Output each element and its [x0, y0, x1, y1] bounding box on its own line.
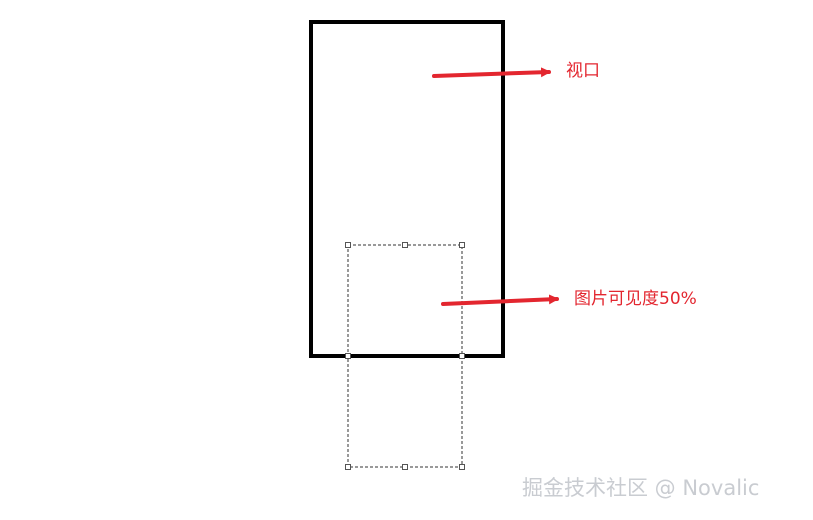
arrow-to-viewport-label — [432, 67, 551, 78]
handle-bottom-middle — [402, 464, 408, 470]
viewport-label: 视口 — [566, 61, 600, 81]
handle-middle-left — [345, 353, 351, 359]
handle-middle-right — [459, 353, 465, 359]
handle-top-left — [345, 242, 351, 248]
handle-top-right — [459, 242, 465, 248]
handle-top-middle — [402, 242, 408, 248]
selection-handles — [345, 242, 465, 470]
handle-bottom-left — [345, 464, 351, 470]
viewport-frame — [309, 20, 505, 358]
watermark: 掘金技术社区 @ Novalic — [522, 476, 760, 500]
handle-bottom-right — [459, 464, 465, 470]
image-visibility-label: 图片可见度50% — [574, 289, 697, 309]
arrow-to-image-label — [441, 294, 559, 306]
